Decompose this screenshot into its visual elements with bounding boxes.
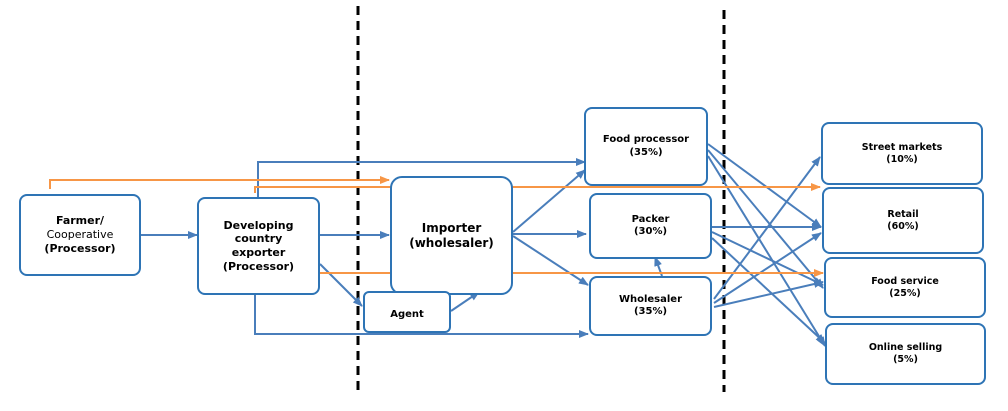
- arrow-importer-wholesaler: [512, 235, 589, 286]
- arrow-food-processor-food-service: [707, 149, 824, 289]
- arrow-exporter-food-processor: [257, 158, 586, 197]
- food-service-box: Food service (25%): [824, 257, 986, 318]
- arrow-importer-food-processor: [512, 169, 586, 233]
- agent-label: Agent: [390, 308, 424, 320]
- retail-label: Retail: [887, 208, 919, 220]
- processor-label: (Processor): [44, 241, 116, 255]
- arrow-exporter-wholesaler: [254, 295, 589, 338]
- importer-wholesaler-box: Importer (wholesaler): [390, 176, 513, 295]
- food-service-label: Food service: [871, 275, 939, 287]
- arrow-agent-importer: [450, 291, 480, 312]
- street-markets-label: Street markets: [861, 141, 943, 153]
- arrow-wholesaler-street-markets: [713, 156, 821, 300]
- developing-country-exporter-box: Developing country exporter (Processor): [197, 197, 320, 295]
- food-service-share: (25%): [889, 287, 921, 299]
- exporter-line-3: exporter: [231, 246, 286, 259]
- arrow-wholesaler-retail: [713, 232, 822, 304]
- online-selling-box: Online selling (5%): [825, 323, 986, 385]
- food-processor-share: (35%): [629, 146, 663, 158]
- food-processor-label: Food processor: [602, 134, 690, 145]
- wholesaler-label: Wholesaler: [618, 293, 683, 305]
- orange-arrow-farmer-importer: [49, 176, 390, 189]
- importer-sub-label: (wholesaler): [409, 235, 494, 250]
- arrow-exporter-agent: [319, 263, 363, 307]
- exporter-line-1: Developing: [223, 218, 294, 232]
- farmer-label: Farmer/: [55, 214, 105, 228]
- farmer-cooperative-box: Farmer/ Cooperative (Processor): [19, 194, 141, 276]
- importer-label: Importer: [421, 220, 482, 235]
- retail-box: Retail (60%): [822, 187, 984, 254]
- wholesaler-box: Wholesaler (35%): [589, 276, 712, 336]
- street-markets-share: (10%): [886, 153, 918, 165]
- exporter-line-4: (Processor): [222, 259, 295, 273]
- agent-box: Agent: [363, 291, 451, 333]
- packer-box: Packer (30%): [589, 193, 712, 259]
- online-selling-label: Online selling: [868, 342, 943, 354]
- wholesaler-share: (35%): [633, 306, 668, 317]
- packer-label: Packer: [631, 213, 670, 225]
- arrow-food-processor-retail: [707, 143, 822, 228]
- street-markets-box: Street markets (10%): [821, 122, 983, 185]
- arrow-wholesaler-food-service: [713, 280, 824, 308]
- orange-arrow-exporter-retail: [254, 183, 821, 193]
- retail-share: (60%): [887, 220, 919, 232]
- packer-share: (30%): [633, 226, 668, 237]
- exporter-line-2: country: [234, 232, 283, 246]
- food-processor-box: Food processor (35%): [584, 107, 708, 186]
- arrow-packer-online-selling: [711, 237, 826, 344]
- cooperative-label: Cooperative: [46, 228, 114, 242]
- arrow-packer-food-service: [711, 231, 824, 286]
- online-selling-share: (5%): [893, 354, 918, 365]
